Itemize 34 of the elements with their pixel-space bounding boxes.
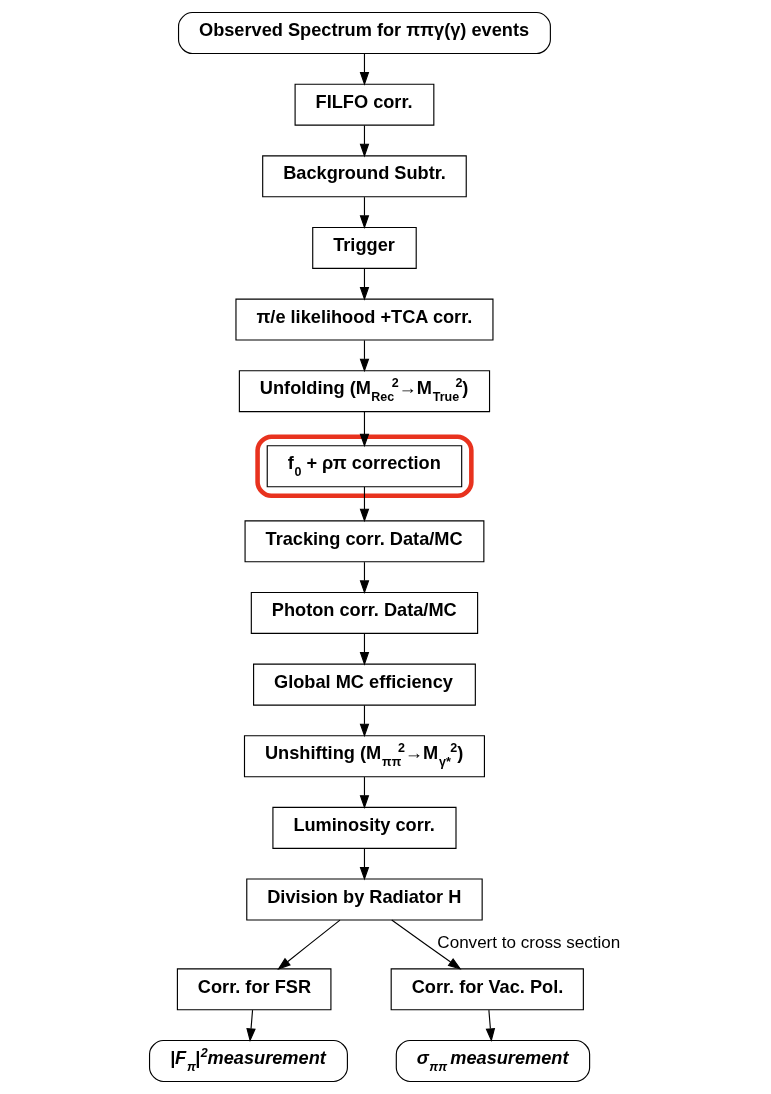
- node-box: FILFO corr.: [294, 83, 435, 126]
- arrow: [277, 919, 341, 970]
- node-box: |F$_{π}$|$^{2}$measurement: [149, 1039, 348, 1082]
- arrow: [485, 1009, 496, 1043]
- arrow: [359, 268, 370, 301]
- node-box: Tracking corr. Data/MC: [244, 520, 485, 563]
- arrow: [391, 919, 462, 970]
- arrow: [359, 633, 370, 666]
- arrow: [359, 486, 370, 523]
- node-box: Observed Spectrum for ππγ(γ) events: [177, 12, 551, 55]
- node-box: Global MC efficiency: [253, 663, 476, 706]
- node-box: π/e likelihood +TCA corr.: [235, 298, 494, 341]
- node-box: Unshifting (M$_{ππ}$$^{2}$→M$_{γ*}$$^{2}$): [243, 735, 485, 778]
- node-box: Background Subtr.: [262, 155, 467, 198]
- node-box: Luminosity corr.: [272, 806, 457, 849]
- node-box: Trigger: [312, 226, 417, 269]
- node-box: Unfolding (M$_{Rec}$$^{2}$→M$_{True}$$^{2}$): [238, 370, 491, 413]
- arrow: [359, 561, 370, 595]
- arrow: [359, 196, 370, 230]
- arrow: [246, 1009, 256, 1043]
- arrow: [359, 704, 370, 738]
- arrow: [359, 776, 370, 809]
- arrow: [359, 53, 370, 86]
- arrow: [359, 411, 370, 448]
- arrow: [359, 339, 370, 373]
- node-box: Division by Radiator H: [246, 878, 483, 921]
- node-box: Photon corr. Data/MC: [250, 591, 479, 634]
- arrow: [359, 848, 370, 881]
- node-box: Corr. for Vac. Pol.: [390, 968, 584, 1011]
- edge-label: Convert to cross section: [437, 933, 621, 953]
- node-box: f$_{0}$ + ρπ correction: [266, 445, 463, 488]
- node-box: σ$_{ππ}$ measurement: [395, 1039, 591, 1082]
- node-box: Corr. for FSR: [176, 968, 332, 1011]
- arrow: [359, 124, 370, 158]
